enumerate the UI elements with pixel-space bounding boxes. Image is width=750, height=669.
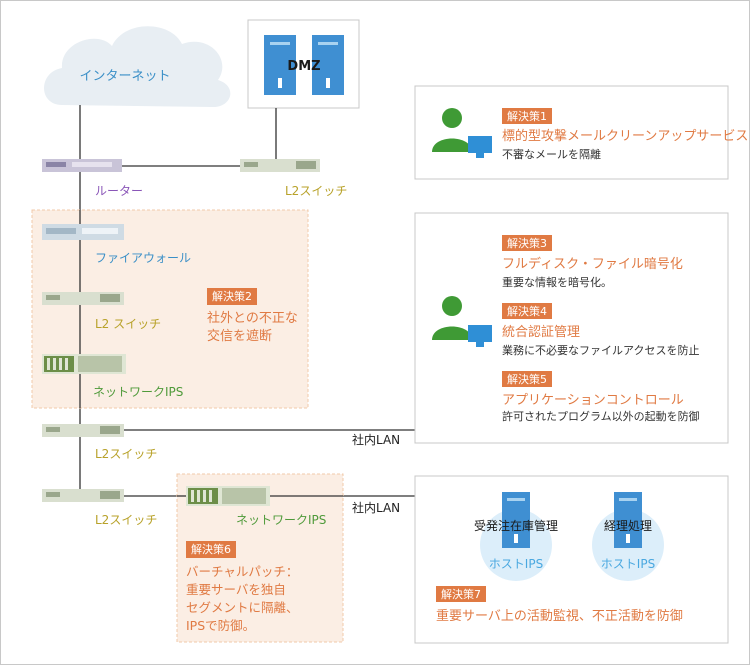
network-ips-a-label: ネットワークIPS <box>93 385 183 399</box>
l2-switch-a-label: L2 スイッチ <box>95 317 161 331</box>
solution1-title: 標的型攻撃メールクリーンアップサービス <box>502 128 748 144</box>
host-ips-label-2: ホストIPS <box>601 557 655 571</box>
perimeter-zone <box>31 209 309 409</box>
dmz-server-icon <box>264 35 344 95</box>
network-ips-b-label: ネットワークIPS <box>236 513 326 527</box>
dmz-box: DMZ <box>247 19 360 109</box>
solution5-desc: 許可されたプログラム以外の起動を防御 <box>502 409 700 423</box>
l2-switch-b-icon <box>42 424 124 437</box>
solution1-box <box>414 85 729 180</box>
internet-cloud-icon <box>44 26 231 108</box>
solution7-title: 重要サーバ上の活動監視、不正活動を防御 <box>436 608 683 624</box>
solution2-badge: 解決策2 <box>212 289 252 303</box>
l2-switch-dmz-label: L2スイッチ <box>285 184 347 198</box>
router-label: ルーター <box>95 184 143 198</box>
person-pc-icon <box>432 108 492 158</box>
solution4-badge: 解決策4 <box>507 304 547 318</box>
host-ips-label-1: ホストIPS <box>489 557 543 571</box>
solution3-desc: 重要な情報を暗号化。 <box>502 275 612 289</box>
solution5-title: アプリケーションコントロール <box>502 393 684 408</box>
network-ips-a-icon <box>42 354 126 374</box>
firewall-icon <box>42 224 124 240</box>
solution3-badge: 解決策3 <box>507 236 547 250</box>
solution7-badge: 解決策7 <box>441 587 481 601</box>
solution4-title: 統合認証管理 <box>502 324 580 340</box>
solution5-badge: 解決策5 <box>507 372 547 386</box>
solution6-line1: バーチャルパッチ： <box>186 564 298 579</box>
network-ips-b-icon <box>186 486 270 506</box>
router-icon <box>42 159 122 172</box>
order-server-icon <box>502 492 530 548</box>
dmz-label: DMZ <box>287 59 320 74</box>
firewall-label: ファイアウォール <box>95 251 191 265</box>
solution1-badge: 解決策1 <box>507 109 547 123</box>
person-pc-icon <box>432 296 492 347</box>
accounting-server-icon <box>614 492 642 548</box>
solution1-desc: 不審なメールを隔離 <box>502 147 601 161</box>
solution2-badge-bg <box>207 288 257 305</box>
l2-switch-b-label: L2スイッチ <box>95 447 157 461</box>
solutions-345-box <box>414 212 729 444</box>
solution7-badge-bg <box>436 586 486 602</box>
solution4-desc: 業務に不必要なファイルアクセスを防止 <box>502 343 699 357</box>
l2-switch-c-label: L2スイッチ <box>95 513 157 527</box>
solution6-line2: 重要サーバを独自 <box>186 582 286 597</box>
solution2-line2: 交信を遮断 <box>207 328 272 344</box>
l2-switch-c-icon <box>42 489 124 502</box>
solution4-badge-bg <box>502 303 552 319</box>
l2-switch-a-icon <box>42 292 124 305</box>
solution5-badge-bg <box>502 371 552 387</box>
solution6-line3: セグメントに隔離、 <box>186 600 299 615</box>
order-server-label: 受発注在庫管理 <box>474 518 558 533</box>
accounting-server-label: 経理処理 <box>604 519 652 533</box>
lan-2-label: 社内LAN <box>352 500 400 515</box>
l2-switch-dmz-icon <box>240 159 320 172</box>
solution6-line4: IPSで防御。 <box>186 618 255 633</box>
lan-1-label: 社内LAN <box>352 432 400 447</box>
solution6-badge: 解決策6 <box>191 542 231 556</box>
internet-label: インターネット <box>79 69 170 84</box>
solution1-badge-bg <box>502 108 552 124</box>
solution6-badge-bg <box>186 541 236 558</box>
solution2-line1: 社外との不正な <box>207 310 298 326</box>
solution3-title: フルディスク・ファイル暗号化 <box>502 256 683 272</box>
solution3-badge-bg <box>502 235 552 251</box>
solution7-box <box>414 475 729 644</box>
